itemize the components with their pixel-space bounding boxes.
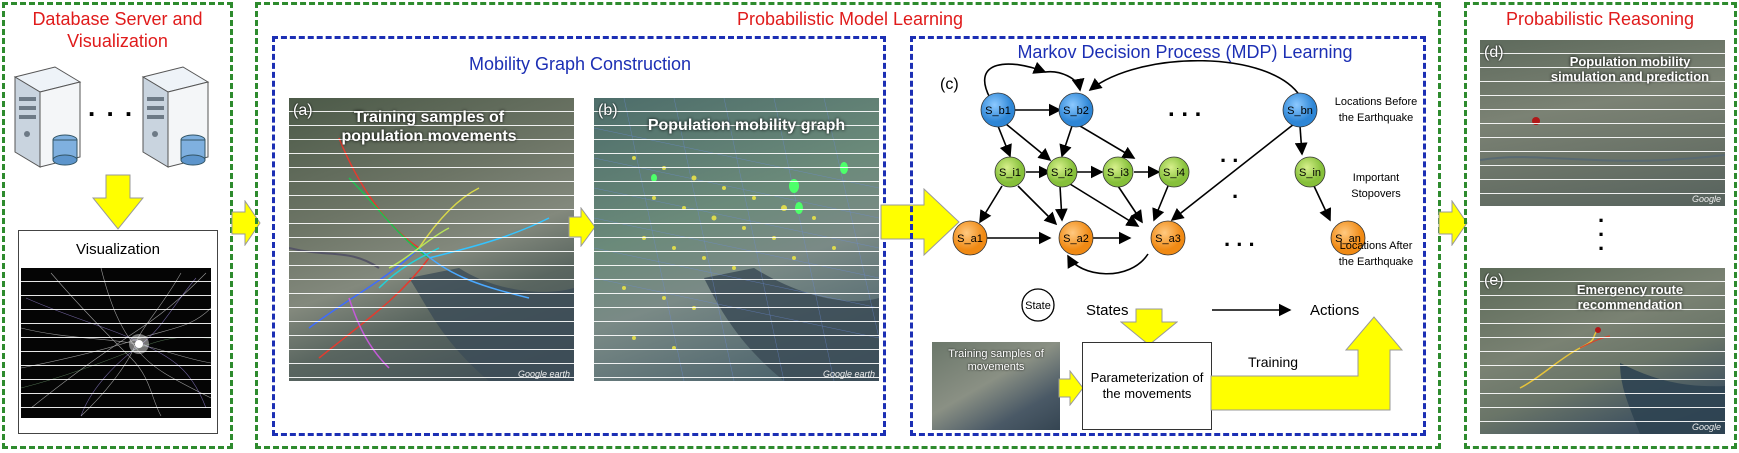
visualization-image bbox=[21, 268, 211, 418]
node-a1: S_a1 bbox=[957, 233, 983, 245]
node-i2: S_i2 bbox=[1051, 167, 1073, 179]
right-arrow-param bbox=[1058, 370, 1084, 406]
reasoning-panel-title: Probabilistic Reasoning bbox=[1505, 9, 1695, 29]
map-d-tag: (d) bbox=[1484, 44, 1504, 61]
database-panel-title: Database Server and Visualization bbox=[32, 9, 203, 51]
legend-states: States bbox=[1086, 302, 1129, 319]
reasoning-panel bbox=[1464, 2, 1737, 449]
down-arrow-db bbox=[92, 174, 144, 230]
visualization-box: Visualization bbox=[18, 230, 218, 434]
node-i1: S_i1 bbox=[999, 167, 1021, 179]
label-locations-after: Locations After the Earthquake bbox=[1338, 240, 1414, 268]
map-e-title: Emergency route recommendation bbox=[1576, 282, 1684, 312]
map-a-tag: (a) bbox=[293, 102, 313, 119]
map-b-credit: Google earth bbox=[822, 369, 875, 379]
label-locations-before: Locations Before the Earthquake bbox=[1334, 96, 1418, 124]
server-right-icon bbox=[141, 66, 210, 168]
training-thumbnail: Training samples of movements bbox=[932, 342, 1060, 430]
visualization-label: Visualization bbox=[76, 241, 160, 258]
map-route: (e) Emergency route recommendation Googl… bbox=[1480, 268, 1725, 434]
svg-text:. . .: . . . bbox=[1168, 95, 1201, 122]
map-simulation: (d) Population mobility simulation and p… bbox=[1480, 40, 1725, 206]
node-i3: S_i3 bbox=[1107, 167, 1129, 179]
map-e-tag: (e) bbox=[1484, 272, 1504, 289]
svg-text:.: . bbox=[1232, 178, 1238, 203]
reasoning-ellipsis: ... bbox=[1598, 202, 1605, 255]
node-i4: S_i4 bbox=[1163, 167, 1185, 179]
right-arrow-2 bbox=[568, 207, 596, 247]
node-a3: S_a3 bbox=[1155, 233, 1181, 245]
legend-state: State bbox=[1025, 300, 1051, 312]
map-b-tag: (b) bbox=[598, 102, 618, 119]
training-arrow bbox=[1210, 316, 1404, 411]
label-stopovers: Important Stopovers bbox=[1351, 172, 1401, 200]
training-thumb-label: Training samples of movements bbox=[948, 348, 1044, 373]
map-training-samples: (a) Training samples of population movem… bbox=[289, 98, 574, 381]
parameterization-label: Parameterization of the movements bbox=[1090, 370, 1204, 401]
mobility-graph-title: Mobility Graph Construction bbox=[468, 54, 692, 74]
server-left-icon bbox=[13, 66, 82, 168]
mdp-graph: . . . . . . . . . S_b1 S_b2 S_bn S_i1 S_… bbox=[952, 60, 1366, 322]
map-a-title: Training samples of population movements bbox=[341, 109, 517, 145]
map-b-title: Population mobility graph bbox=[647, 117, 846, 134]
right-arrow-4 bbox=[1438, 200, 1468, 246]
node-b2: S_b2 bbox=[1063, 105, 1089, 117]
node-b1: S_b1 bbox=[985, 105, 1011, 117]
map-d-title: Population mobility simulation and predi… bbox=[1550, 54, 1710, 84]
down-arrow-states bbox=[1120, 308, 1178, 346]
map-mobility-graph: (b) Population mobility graph Google ear… bbox=[594, 98, 879, 381]
map-d-credit: Google bbox=[1691, 194, 1721, 204]
mdp-tag: (c) bbox=[940, 76, 959, 93]
mdp-panel bbox=[910, 36, 1426, 436]
parameterization-box: Parameterization of the movements bbox=[1082, 342, 1212, 430]
map-e-credit: Google bbox=[1691, 422, 1721, 432]
mdp-title: Markov Decision Process (MDP) Learning bbox=[1017, 42, 1353, 62]
training-label: Training bbox=[1248, 354, 1299, 370]
node-a2: S_a2 bbox=[1063, 233, 1089, 245]
node-bn: S_bn bbox=[1287, 105, 1313, 117]
node-in: S_in bbox=[1299, 167, 1321, 179]
right-arrow-1 bbox=[231, 200, 261, 246]
node-an: S_an bbox=[1335, 233, 1361, 245]
svg-text:. .: . . bbox=[1220, 142, 1238, 167]
right-arrow-3 bbox=[880, 188, 960, 256]
legend-actions: Actions bbox=[1310, 302, 1359, 319]
learning-panel-title: Probabilistic Model Learning bbox=[736, 9, 964, 29]
servers-ellipsis: . . . bbox=[88, 92, 135, 122]
svg-text:. . .: . . . bbox=[1224, 226, 1255, 251]
map-a-credit: Google earth bbox=[517, 369, 570, 379]
